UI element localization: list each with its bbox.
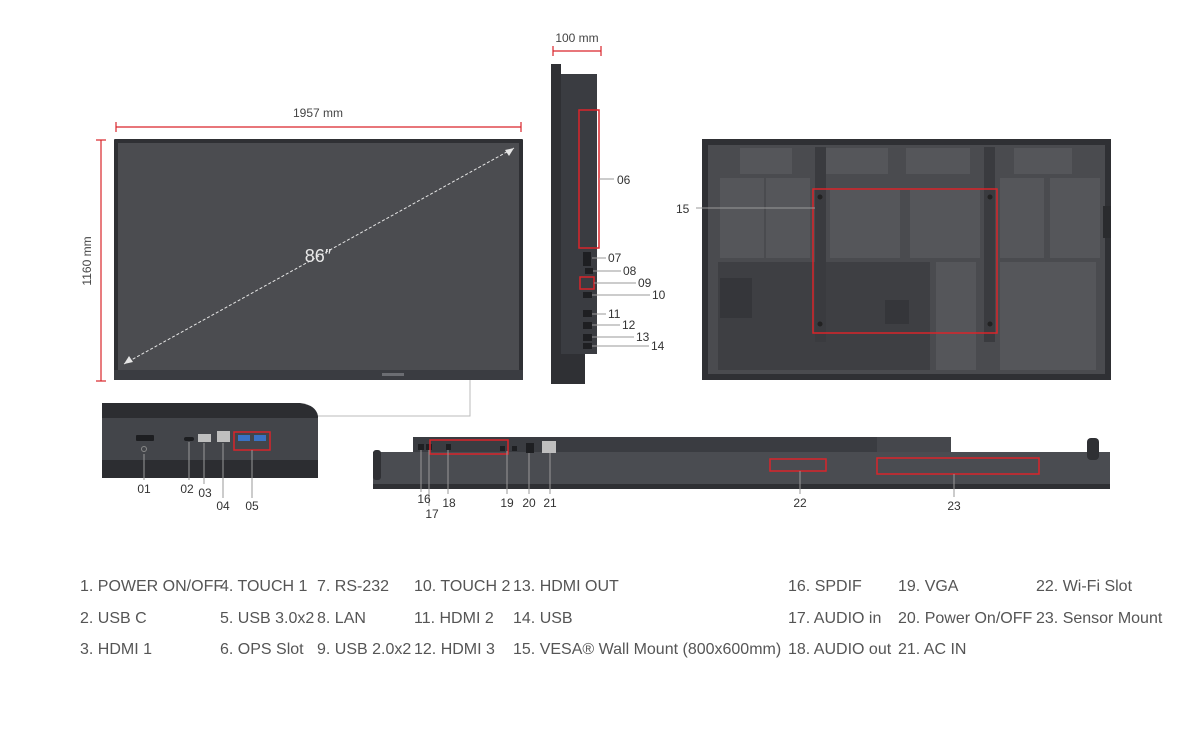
legend-item-7: 7. RS-232: [317, 578, 390, 595]
callout-07: 07: [608, 251, 622, 265]
legend-item-21: 21. AC IN: [898, 641, 967, 658]
legend-item-11: 11. HDMI 2: [414, 610, 494, 627]
legend-item-13: 13. HDMI OUT: [513, 578, 619, 595]
port-legend: 1. POWER ON/OFF 2. USB C 3. HDMI 1 4. TO…: [80, 578, 1190, 678]
display-bottom-bar: [114, 370, 523, 380]
front-view: 1957 mm 1160 mm 86″: [80, 106, 523, 417]
legend-item-9: 9. USB 2.0x2: [317, 641, 412, 658]
depth-dimension-label: 100 mm: [555, 31, 598, 45]
legend-item-22: 22. Wi-Fi Slot: [1036, 578, 1133, 595]
legend-item-1: 1. POWER ON/OFF: [80, 578, 224, 595]
callout-20: 20: [522, 496, 536, 510]
bottom-view: 16 17 18 19 20 21 22 23: [373, 437, 1110, 521]
callout-21: 21: [543, 496, 557, 510]
legend-item-18: 18. AUDIO out: [788, 641, 892, 658]
legend-item-5: 5. USB 3.0x2: [220, 610, 315, 627]
legend-item-20: 20. Power On/OFF: [898, 610, 1033, 627]
callout-06: 06: [617, 173, 631, 187]
rear-view: 15: [676, 139, 1111, 380]
callout-10: 10: [652, 288, 666, 302]
legend-item-19: 19. VGA: [898, 578, 959, 595]
legend-item-12: 12. HDMI 3: [414, 641, 495, 658]
callout-08: 08: [623, 264, 637, 278]
legend-item-15: 15. VESA® Wall Mount (800x600mm): [513, 641, 782, 658]
callout-15: 15: [676, 202, 690, 216]
diagonal-line: [123, 147, 515, 365]
callout-05: 05: [245, 499, 259, 513]
legend-item-14: 14. USB: [513, 610, 573, 627]
diagonal-size-label: 86″: [305, 246, 332, 266]
callout-14: 14: [651, 339, 665, 353]
callout-22: 22: [793, 496, 807, 510]
callout-17: 17: [425, 507, 439, 521]
callout-18: 18: [442, 496, 456, 510]
vesa-mount-highlight: [812, 188, 998, 334]
legend-item-2: 2. USB C: [80, 610, 147, 627]
legend-item-6: 6. OPS Slot: [220, 641, 304, 658]
callout-01: 01: [137, 482, 151, 496]
callout-11: 11: [608, 307, 621, 321]
side-view: 100 mm 06 07 08 09 10 11 12 13 14: [551, 31, 666, 384]
product-diagram: 1957 mm 1160 mm 86″: [80, 31, 1111, 521]
callout-12: 12: [622, 318, 636, 332]
callout-16: 16: [417, 492, 431, 506]
height-dimension-label: 1160 mm: [80, 236, 94, 285]
legend-item-17: 17. AUDIO in: [788, 610, 882, 627]
legend-item-8: 8. LAN: [317, 610, 366, 627]
legend-item-4: 4. TOUCH 1: [220, 578, 308, 595]
callout-09: 09: [638, 276, 652, 290]
callout-03: 03: [198, 486, 212, 500]
front-ports-zoom: 01 02 03 04 05: [102, 403, 318, 513]
callout-23: 23: [947, 499, 961, 513]
legend-item-23: 23. Sensor Mount: [1036, 610, 1163, 627]
width-dimension-label: 1957 mm: [293, 106, 343, 120]
callout-02: 02: [180, 482, 194, 496]
callout-04: 04: [216, 499, 230, 513]
legend-item-16: 16. SPDIF: [788, 578, 862, 595]
callout-13: 13: [636, 330, 650, 344]
legend-item-3: 3. HDMI 1: [80, 641, 153, 658]
legend-item-10: 10. TOUCH 2: [414, 578, 511, 595]
callout-19: 19: [500, 496, 514, 510]
